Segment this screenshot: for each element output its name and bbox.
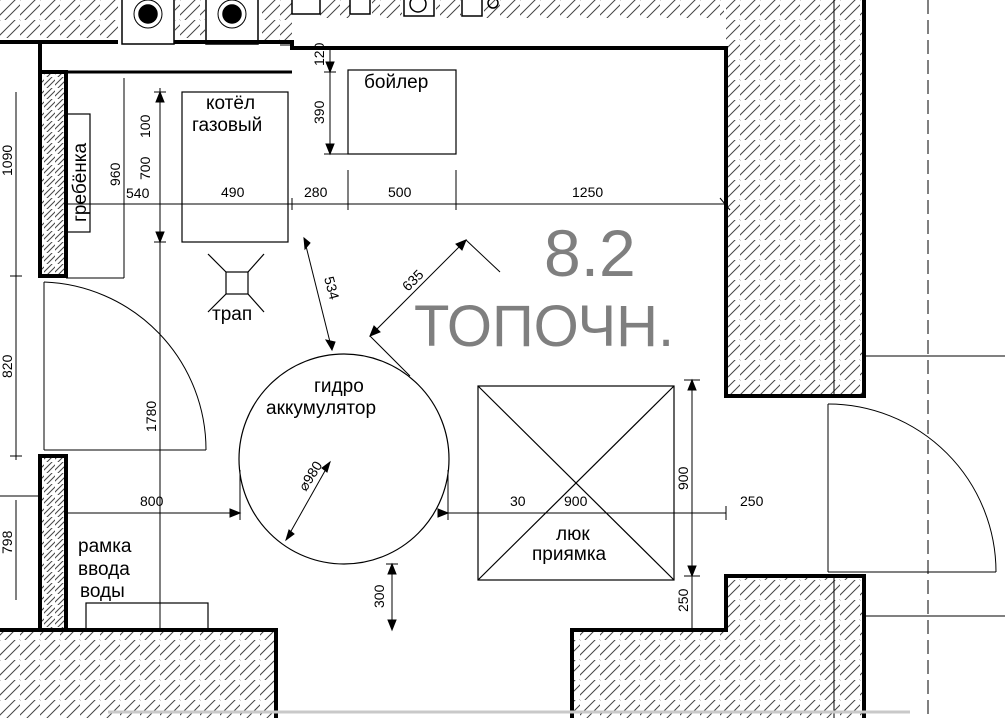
dim-30: 30 [510, 493, 526, 509]
hatch-label-2: приямка [532, 544, 607, 565]
dim-100: 100 [137, 114, 153, 138]
dim-250-right: 250 [740, 493, 764, 509]
dimension-arrows [155, 61, 697, 632]
top-fixtures [121, 0, 499, 45]
dim-500: 500 [388, 184, 412, 200]
hatch-label-1: люк [556, 524, 590, 545]
room-name: ТОПОЧН. [414, 294, 674, 359]
dim-534: 534 [321, 275, 343, 302]
water-inlet-label-1: рамка [78, 536, 132, 557]
dimension-lines [10, 48, 731, 630]
accumulator-outline [238, 353, 450, 565]
dim-700: 700 [137, 156, 153, 180]
dim-540: 540 [126, 185, 150, 201]
boiler-gas-label-2: газовый [192, 115, 262, 136]
hatch-outline [477, 385, 675, 581]
dim-980: ⌀980 [295, 458, 326, 494]
water-inlet-label-2: ввода [78, 559, 130, 580]
dim-250-bottom: 250 [675, 588, 691, 612]
water-inlet-label-3: воды [80, 581, 125, 602]
walls [0, 0, 866, 718]
accumulator-label-2: аккумулятор [266, 398, 376, 419]
manifold-label: гребёнка [70, 142, 91, 222]
dim-1250: 1250 [572, 184, 603, 200]
equipment-labels: котёл газовый бойлер гребёнка трап гидро… [70, 72, 607, 602]
drain-label: трап [212, 304, 252, 325]
dim-280: 280 [304, 184, 328, 200]
dim-635: 635 [399, 266, 427, 294]
accumulator-label-1: гидро [314, 376, 364, 397]
equipment-shapes [65, 69, 675, 632]
dim-900-vertical: 900 [675, 466, 691, 490]
dim-900-horizontal: 900 [564, 493, 588, 509]
dim-390: 390 [311, 100, 327, 124]
dimension-labels: 1090 820 798 960 700 100 540 490 280 500… [0, 42, 764, 612]
room-number: 8.2 [544, 216, 636, 290]
boiler-gas-label-1: котёл [206, 93, 255, 114]
dim-800: 800 [140, 493, 164, 509]
water-heater-label: бойлер [364, 72, 428, 93]
water-heater-outline [347, 69, 457, 155]
dim-300: 300 [371, 584, 387, 608]
water-inlet-outline [85, 602, 209, 632]
dim-490: 490 [221, 184, 245, 200]
dim-798: 798 [0, 530, 15, 554]
dim-1090: 1090 [0, 145, 15, 176]
wall-hatching [0, 0, 864, 718]
boiler-gas-outline [181, 91, 289, 243]
door-swing-left [43, 281, 207, 451]
dim-960: 960 [107, 162, 123, 186]
dim-1780: 1780 [143, 401, 159, 432]
dim-820: 820 [0, 354, 15, 378]
drain-symbol [207, 253, 265, 313]
manifold-outline [65, 113, 91, 233]
dim-120: 120 [311, 42, 327, 66]
